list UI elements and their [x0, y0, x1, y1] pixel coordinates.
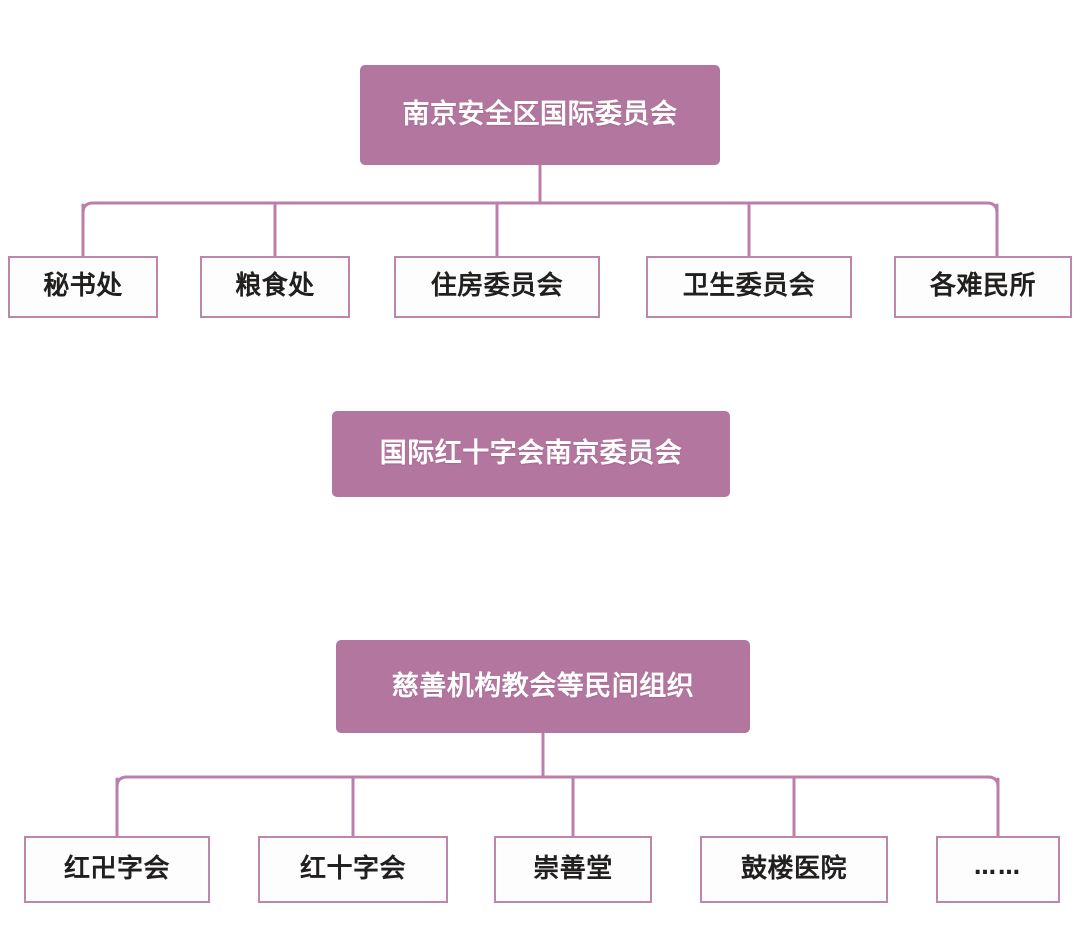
node-gulou-hospital[interactable]: 鼓楼医院	[700, 836, 888, 903]
node-housing-committee[interactable]: 住房委员会	[394, 256, 600, 318]
node-label: 住房委员会	[430, 271, 564, 302]
node-chongshan-hall[interactable]: 崇善堂	[494, 836, 652, 903]
node-label: 慈善机构教会等民间组织	[391, 670, 695, 702]
node-label: 粮食处	[235, 271, 315, 302]
node-label: 秘书处	[43, 271, 123, 302]
node-label: 国际红十字会南京委员会	[379, 438, 683, 470]
node-nanjing-safety-zone-committee[interactable]: 南京安全区国际委员会	[360, 65, 720, 165]
connector-committee-bus	[81, 201, 999, 215]
node-refugee-camps[interactable]: 各难民所	[894, 256, 1072, 318]
connector-charity-bus	[115, 775, 1000, 789]
node-label: 崇善堂	[533, 853, 613, 884]
node-food-department[interactable]: 粮食处	[200, 256, 350, 318]
node-health-committee[interactable]: 卫生委员会	[646, 256, 852, 318]
node-label: 红卍字会	[63, 853, 170, 884]
node-charitable-organizations[interactable]: 慈善机构教会等民间组织	[336, 640, 750, 733]
node-more-organizations[interactable]: ……	[936, 836, 1060, 903]
node-international-red-cross-nanjing-committee[interactable]: 国际红十字会南京委员会	[332, 411, 730, 497]
node-label: 红十字会	[299, 853, 406, 884]
node-red-swastika-society[interactable]: 红卍字会	[24, 836, 210, 903]
node-secretariat[interactable]: 秘书处	[8, 256, 158, 318]
node-label: ……	[974, 854, 1022, 880]
node-label: 鼓楼医院	[740, 853, 847, 884]
node-label: 卫生委员会	[682, 271, 816, 302]
node-label: 各难民所	[929, 271, 1036, 302]
node-red-cross-society[interactable]: 红十字会	[258, 836, 448, 903]
node-label: 南京安全区国际委员会	[402, 99, 678, 131]
